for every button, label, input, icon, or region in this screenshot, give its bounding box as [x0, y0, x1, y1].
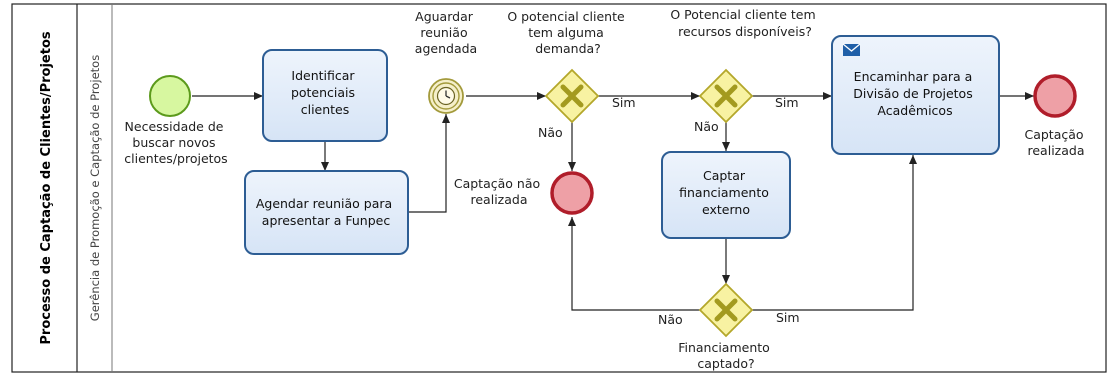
task-identify-clients[interactable]: Identificar potenciais clientes [262, 49, 388, 142]
exclusive-x-icon [714, 84, 738, 108]
gateway-demand [544, 68, 600, 124]
flow-funding-no [568, 217, 700, 311]
gateway-resources [698, 68, 754, 124]
end-event-not-captured-label: Captação não realizada [454, 176, 544, 207]
start-event-label: Necessidade de buscar novos clientes/pro… [124, 119, 227, 166]
envelope-icon [842, 43, 861, 56]
gateway-funding [698, 282, 754, 338]
flow-label-demand-yes: Sim [612, 95, 636, 110]
task-capture-funding[interactable]: Captar financiamento externo [661, 151, 791, 239]
gateway-resources-label: O Potencial cliente tem recursos disponí… [670, 7, 819, 39]
svg-text:Encaminhar para a Divisã: Encaminhar para a Divisão de Projetos Ac… [853, 69, 976, 118]
flow-funding-yes [752, 155, 917, 311]
start-event [149, 75, 191, 117]
flow-label-resources-yes: Sim [775, 95, 799, 110]
svg-text:Identificar potenciais: Identificar potenciais clientes [291, 68, 359, 117]
exclusive-x-icon [560, 84, 584, 108]
end-event-captured [1033, 74, 1077, 118]
lane-label: Gerência de Promoção e Captação de Proje… [88, 55, 102, 321]
gateway-demand-label: O potencial cliente tem alguma demanda? [507, 9, 628, 56]
svg-text:Captar financiamento: Captar financiamento externo [679, 168, 773, 217]
clock-icon [436, 86, 456, 106]
task-forward-division[interactable]: Encaminhar para a Divisão de Projetos Ac… [831, 35, 1000, 155]
timer-event-label: Aguardar reunião agendada [415, 9, 477, 56]
sequence-flows [192, 92, 1034, 311]
flow-schedule-to-timer [408, 114, 450, 213]
end-event-not-captured [550, 171, 594, 215]
flow-label-funding-yes: Sim [776, 310, 800, 325]
task-schedule-meeting[interactable]: Agendar reunião para apresentar a Funpec [244, 170, 409, 255]
svg-text:Agendar reunião para apr: Agendar reunião para apresentar a Funpec [256, 196, 396, 228]
end-event-captured-label: Captação realizada [1024, 127, 1087, 158]
flow-label-resources-no: Não [694, 119, 719, 134]
pool-label: Processo de Captação de Clientes/Projeto… [39, 31, 54, 344]
flow-label-demand-no: Não [538, 125, 563, 140]
flow-label-funding-no: Não [658, 312, 683, 327]
exclusive-x-icon [714, 298, 738, 322]
gateway-funding-label: Financiamento captado? [678, 340, 774, 371]
timer-event [428, 78, 464, 114]
